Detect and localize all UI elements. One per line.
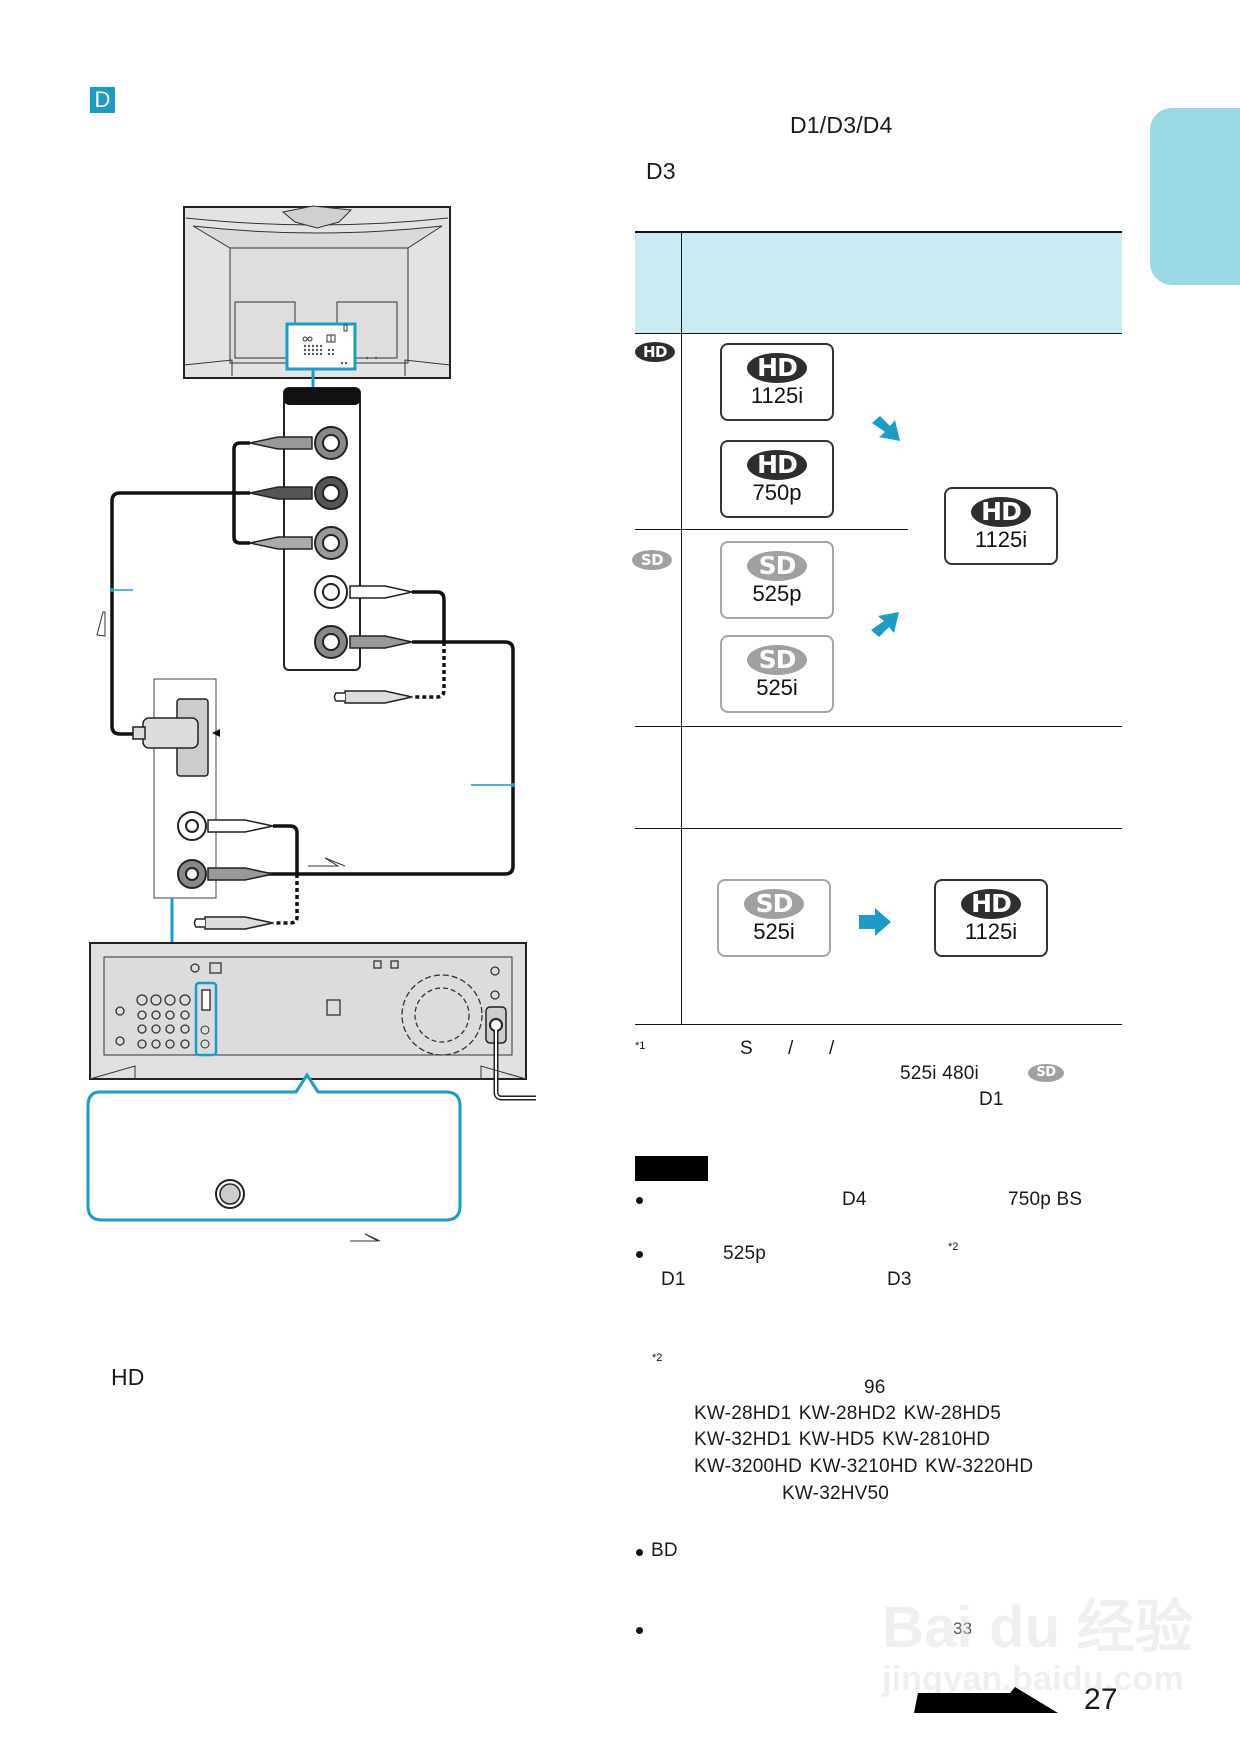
sd-badge: SD xyxy=(747,645,807,675)
table-row-rule xyxy=(635,828,1122,829)
connection-diagram xyxy=(86,205,536,1242)
table-column-divider xyxy=(681,233,682,1024)
player-rear-illustration xyxy=(89,942,536,1101)
footnote-text: / xyxy=(788,1038,794,1059)
format-label: 525i xyxy=(756,675,798,700)
tv-jack-panel xyxy=(283,387,361,671)
note-text: D4 xyxy=(842,1189,867,1210)
model-list-line: KW-28HD1 KW-28HD2 KW-28HD5 xyxy=(694,1403,1001,1424)
table-top-rule xyxy=(635,231,1122,233)
format-label: 1125i xyxy=(974,527,1028,552)
hd-badge: HD xyxy=(971,497,1031,527)
format-box-output-hd-1125i: HD 1125i xyxy=(944,487,1058,565)
table-row-rule xyxy=(635,726,1122,727)
format-box-sd-525p: SD 525p xyxy=(720,541,834,619)
note-text: D1 xyxy=(661,1269,686,1290)
hd-row-badge: HD xyxy=(635,342,675,362)
bullet-icon xyxy=(636,1251,643,1258)
sd-badge: SD xyxy=(744,889,804,919)
footnote-text: S xyxy=(740,1038,753,1059)
hd-badge: HD xyxy=(747,450,807,480)
bullet-icon xyxy=(636,1549,643,1556)
model-list-line: KW-32HD1 KW-HD5 KW-2810HD xyxy=(694,1429,991,1450)
note-text: BD xyxy=(651,1540,678,1561)
footnote-marker: *2 xyxy=(652,1352,663,1364)
format-label: 1125i xyxy=(964,919,1018,944)
arrow-up-right-icon xyxy=(871,612,899,637)
arrow-right-icon xyxy=(859,908,891,936)
model-list-line: KW-3200HD KW-3210HD KW-3220HD xyxy=(694,1456,1034,1477)
chapter-tab xyxy=(1150,108,1240,285)
model-list-line: KW-32HV50 xyxy=(782,1483,890,1504)
player-jack-panel xyxy=(132,678,220,899)
note-text: 750p BS xyxy=(1008,1189,1083,1210)
note-text: 525p xyxy=(723,1243,767,1264)
watermark: Bai du 经验 jingyan.baidu.com xyxy=(870,1560,1193,1710)
section-badge: D xyxy=(90,87,115,113)
table-bottom-rule xyxy=(635,1024,1122,1025)
format-label: 525i xyxy=(753,919,795,944)
hd-badge: HD xyxy=(747,353,807,383)
sd-row-badge: SD xyxy=(632,550,672,570)
table-row-rule xyxy=(635,333,1122,334)
watermark-url: jingyan.baidu.com xyxy=(882,1660,1184,1698)
watermark-logo: Bai du 经验 xyxy=(882,1595,1194,1660)
note-text: D3 xyxy=(887,1269,912,1290)
footnote-text: / xyxy=(829,1038,835,1059)
hd-badge: HD xyxy=(961,889,1021,919)
format-box-hd-1125i: HD 1125i xyxy=(720,343,834,421)
format-label: 1125i xyxy=(750,383,804,408)
tv-rear-illustration xyxy=(183,205,451,379)
format-box-sd-525i: SD 525i xyxy=(720,635,834,713)
format-label: 525p xyxy=(752,581,802,606)
page-subheading: D3 xyxy=(646,158,676,184)
footnote-marker: *2 xyxy=(948,1241,959,1253)
hd-caption: HD xyxy=(111,1364,145,1390)
format-box-hd-1125i-target: HD 1125i xyxy=(934,879,1048,957)
sd-badge: SD xyxy=(747,551,807,581)
page-heading: D1/D3/D4 xyxy=(790,112,893,138)
footnote-text: 96 xyxy=(864,1377,886,1398)
page-number: 27 xyxy=(1084,1683,1118,1716)
page-arrow-icon xyxy=(914,1687,1058,1713)
format-label: 750p xyxy=(752,480,802,505)
bullet-icon xyxy=(636,1197,643,1204)
sd-badge: SD xyxy=(1028,1064,1064,1082)
callout-box xyxy=(86,1072,462,1222)
table-row-rule xyxy=(635,529,908,530)
bullet-icon xyxy=(636,1627,643,1634)
table-header xyxy=(635,233,1122,333)
page-reference: 33 xyxy=(953,1619,973,1638)
footnote-marker: *1 xyxy=(635,1040,646,1052)
notes-heading-box xyxy=(635,1156,708,1181)
arrow-down-right-icon xyxy=(872,416,900,441)
format-box-sd-525i-source: SD 525i xyxy=(717,879,831,957)
footnote-formats: 525i 480i xyxy=(900,1063,979,1084)
footnote-text: D1 xyxy=(979,1089,1004,1110)
format-box-hd-750p: HD 750p xyxy=(720,440,834,518)
